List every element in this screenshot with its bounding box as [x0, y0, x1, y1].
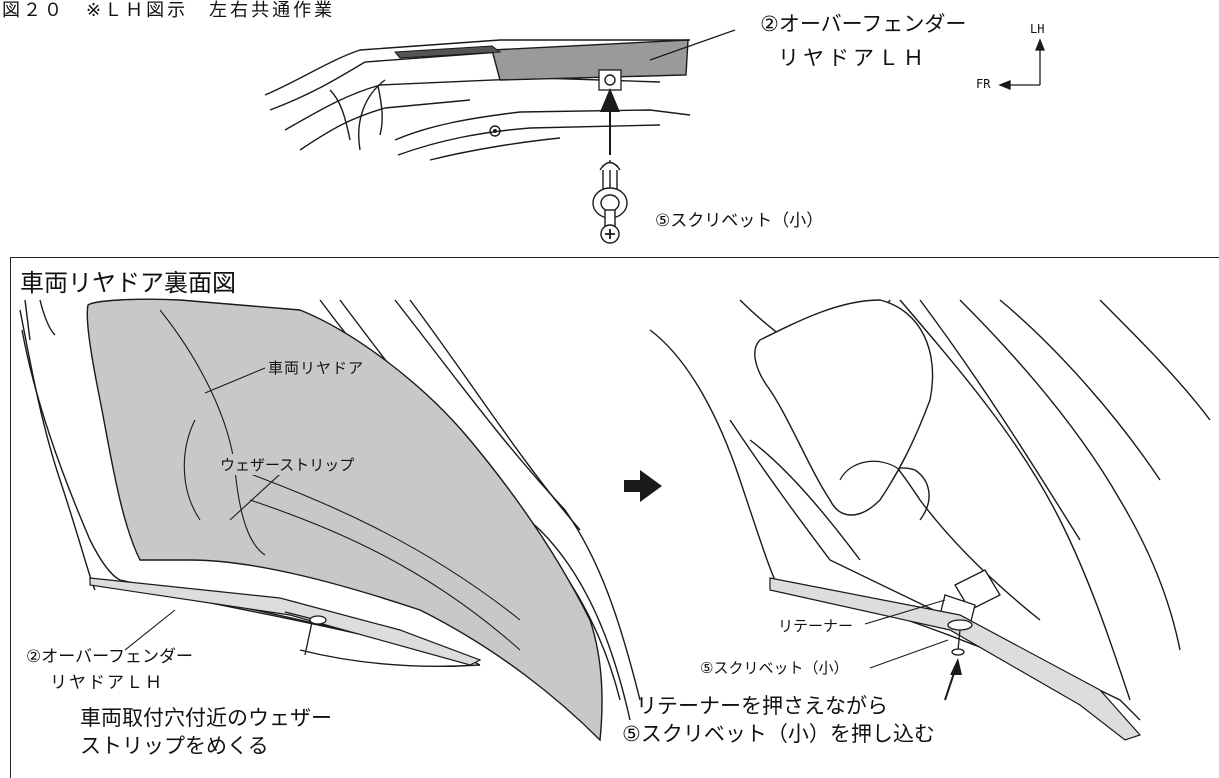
- instruction-right-line2: ⑤スクリベット（小）を押し込む: [622, 722, 935, 746]
- finger: [754, 299, 934, 516]
- direction-up-label: LH: [1030, 22, 1045, 36]
- weather-strip: [86, 298, 603, 742]
- rivet-icon: [284, 611, 327, 656]
- direction-left-label: FR: [976, 77, 991, 91]
- label-rivet-small: ⑤スクリベット（小）: [700, 659, 849, 677]
- rivet-icon: [947, 619, 973, 656]
- panel-title: 車両リヤドア裏面図: [20, 263, 240, 298]
- label-weather-strip: ウェザーストリップ: [218, 454, 357, 475]
- instruction-left-line2: ストリップをめくる: [80, 734, 269, 758]
- callout-fender-line2: リヤドアＬＨ: [778, 46, 928, 70]
- instruction-left-line1: 車両取付穴付近のウェザー: [80, 706, 332, 730]
- label-fender-line2: リヤドアＬＨ: [50, 673, 164, 693]
- rear-door-inner-panel: [10, 257, 1219, 778]
- arrow-right-icon: [624, 470, 662, 502]
- rivet-icon: [592, 160, 628, 244]
- callout-rivet: ⑤スクリベット（小）: [655, 211, 824, 231]
- label-rear-door: 車両リヤドア: [268, 359, 365, 377]
- arrow-up-icon: [944, 658, 962, 701]
- label-fender-line1: ②オーバーフェンダー: [26, 647, 194, 667]
- vehicle-outline: [264, 39, 691, 161]
- figure-title: 図２０ ※ＬＨ図示 左右共通作業: [2, 0, 336, 21]
- overfender-part: [491, 39, 689, 81]
- label-retainer: リテーナー: [778, 617, 854, 635]
- instruction-right-line1: リテーナーを押さえながら: [636, 694, 888, 718]
- callout-fender-line1: ②オーバーフェンダー: [760, 12, 967, 36]
- arrow-up-icon: [600, 88, 620, 155]
- direction-indicator: [998, 38, 1045, 90]
